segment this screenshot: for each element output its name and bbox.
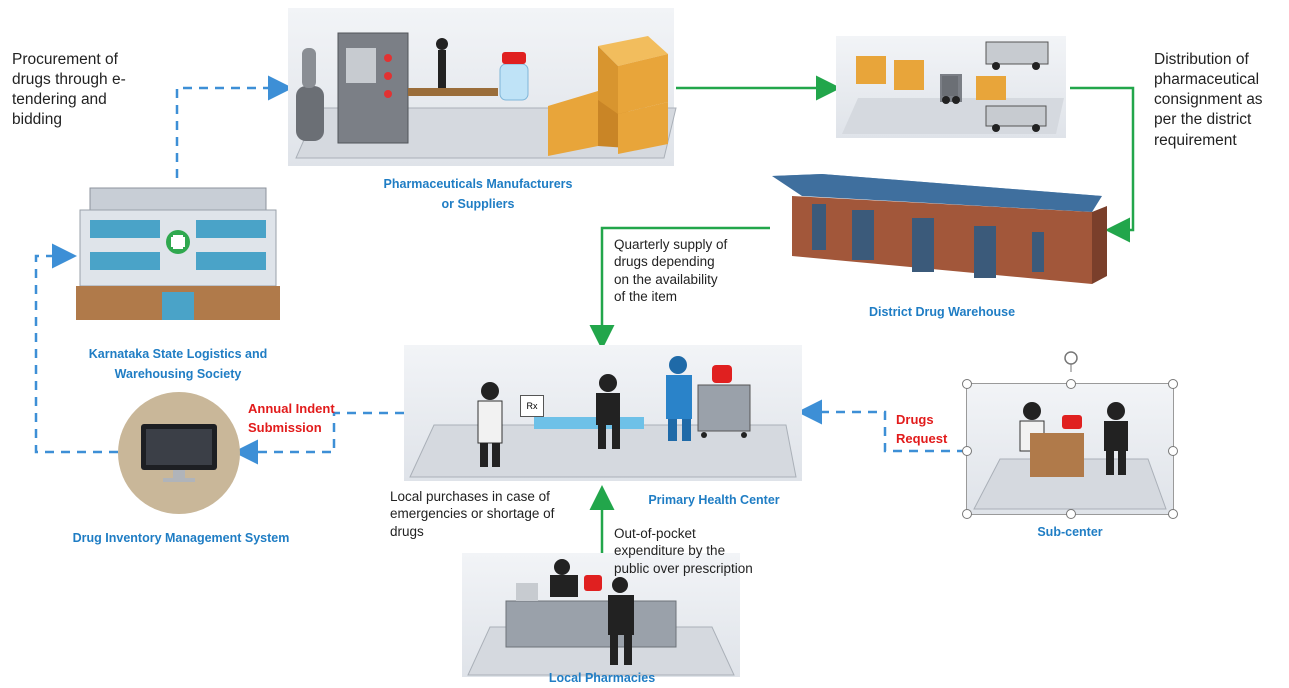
resize-handle-mr[interactable] [1168,446,1178,456]
rotate-handle-icon[interactable] [1063,350,1079,374]
arrow-subcenter-to-phc [797,399,966,453]
forklift-icon [942,76,960,104]
medicine-cart-icon [697,365,751,438]
factory-machine-icon [295,32,677,159]
manufacturer-panel [288,8,677,166]
resize-handle-bm[interactable] [1066,509,1076,519]
inventory-system-label: Drug Inventory Management System [72,531,290,545]
arrow-phc-to-inventory [233,411,404,465]
warehouse-label: District Drug Warehouse [868,305,1016,319]
local-pharmacies-label: Local Pharmacies [548,671,656,685]
manufacturer-label: Pharmaceuticals Manufacturers or Supplie… [383,177,573,211]
arrow-to-district-warehouse [1070,86,1135,243]
medicine-bottle-icon [499,52,529,101]
phc-label: Primary Health Center [648,493,780,507]
phc-panel: Rx [404,345,802,481]
local-purchase-note: Local purchases in case of emergencies o… [390,489,555,539]
resize-handle-bl[interactable] [962,509,972,519]
box-icon [548,36,668,156]
transport-panel [836,36,1066,138]
arrow-inventory-to-society [34,243,118,454]
drugs-request-label: Drugs Request [896,412,948,446]
local-pharmacies-panel [462,553,740,677]
warehouse-building-icon [772,174,1107,284]
resize-handle-tl[interactable] [962,379,972,389]
pharmacy-scene [467,559,735,676]
computer-monitor-icon [141,424,217,482]
subcenter-panel [966,383,1174,515]
person-icon [596,374,620,449]
district-warehouse-image [762,166,1112,300]
resize-handle-tm[interactable] [1066,379,1076,389]
resize-handle-tr[interactable] [1168,379,1178,389]
subcenter-label: Sub-center [1037,525,1103,539]
building-icon [76,187,280,320]
state-society-label: Karnataka State Logistics and Warehousin… [88,347,268,381]
state-society-image [72,178,284,324]
quarterly-supply-note: Quarterly supply of drugs depending on t… [614,237,728,304]
resize-handle-ml[interactable] [962,446,972,456]
arrow-procurement [175,75,293,178]
resize-handle-br[interactable] [1168,509,1178,519]
arrow-warehouse-to-phc [589,226,770,350]
doctor-icon [477,382,503,467]
nurse-icon [666,356,692,441]
annual-indent-label: Annual Indent Submission [248,401,335,435]
subcenter-selection-frame[interactable] [962,351,1178,519]
rx-card: Rx [520,395,544,417]
procurement-note: Procurement of drugs through e- tenderin… [12,51,126,129]
inventory-system-circle [118,392,240,514]
truck-icon [842,41,1064,134]
distribution-note: Distribution of pharmaceutical consignme… [1154,51,1263,149]
out-of-pocket-note: Out-of-pocket expenditure by the public … [614,526,753,576]
subcenter-scene [973,402,1167,510]
